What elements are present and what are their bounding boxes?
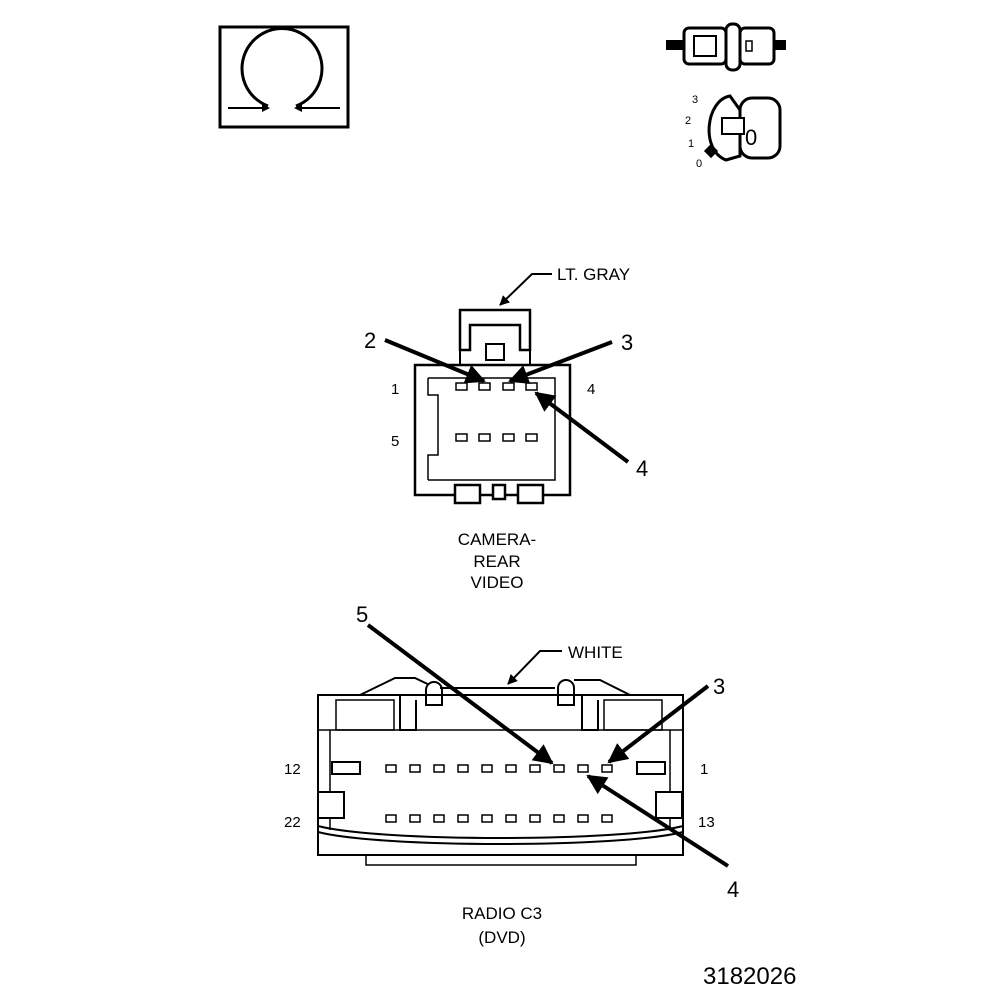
radio-bottom-cavities [385, 814, 613, 823]
camera-color-label: LT. GRAY [557, 265, 630, 284]
camera-cavity-1-label: 1 [391, 381, 399, 398]
radio-connector: WHITE [284, 602, 739, 947]
radio-connector-name-line-2: (DVD) [478, 928, 525, 947]
connector-plug-icon [666, 22, 786, 72]
camera-cavity-5-label: 5 [391, 433, 399, 450]
camera-cavity-4-label: 4 [587, 381, 595, 398]
radio-cavity-12-label: 12 [284, 761, 301, 778]
camera-callout-3: 3 [621, 330, 633, 355]
key-position-label: 0 [745, 125, 757, 150]
camera-callout-4: 4 [636, 456, 648, 481]
camera-connector-name-line-2: REAR [473, 552, 520, 571]
figure-id: 3182026 [703, 963, 796, 990]
radio-callout-5: 5 [356, 602, 368, 627]
switch-position-0: 0 [696, 158, 702, 170]
camera-connector-name-line-1: CAMERA- [458, 530, 536, 549]
camera-callout-2: 2 [364, 328, 376, 353]
camera-top-cavities [455, 382, 538, 391]
switch-position-2: 2 [685, 115, 691, 127]
radio-cavity-22-label: 22 [284, 814, 301, 831]
radio-cavity-13-label: 13 [698, 814, 715, 831]
camera-connector-name-line-3: VIDEO [471, 573, 524, 592]
camera-connector: LT. GRAY 1 4 5 [364, 265, 648, 592]
radio-cavity-1-label: 1 [700, 761, 708, 778]
radio-top-cavities [385, 764, 613, 773]
camera-bottom-cavities [455, 433, 538, 442]
radio-color-label: WHITE [568, 643, 623, 662]
wrap-around-symbol-icon [218, 25, 350, 129]
ignition-key-icon: 0 3 2 1 0 [685, 94, 782, 170]
radio-connector-name-line-1: RADIO C3 [462, 904, 542, 923]
switch-position-3: 3 [692, 94, 698, 106]
radio-callout-4: 4 [727, 877, 739, 902]
radio-callout-3: 3 [713, 674, 725, 699]
switch-position-1: 1 [688, 138, 694, 150]
